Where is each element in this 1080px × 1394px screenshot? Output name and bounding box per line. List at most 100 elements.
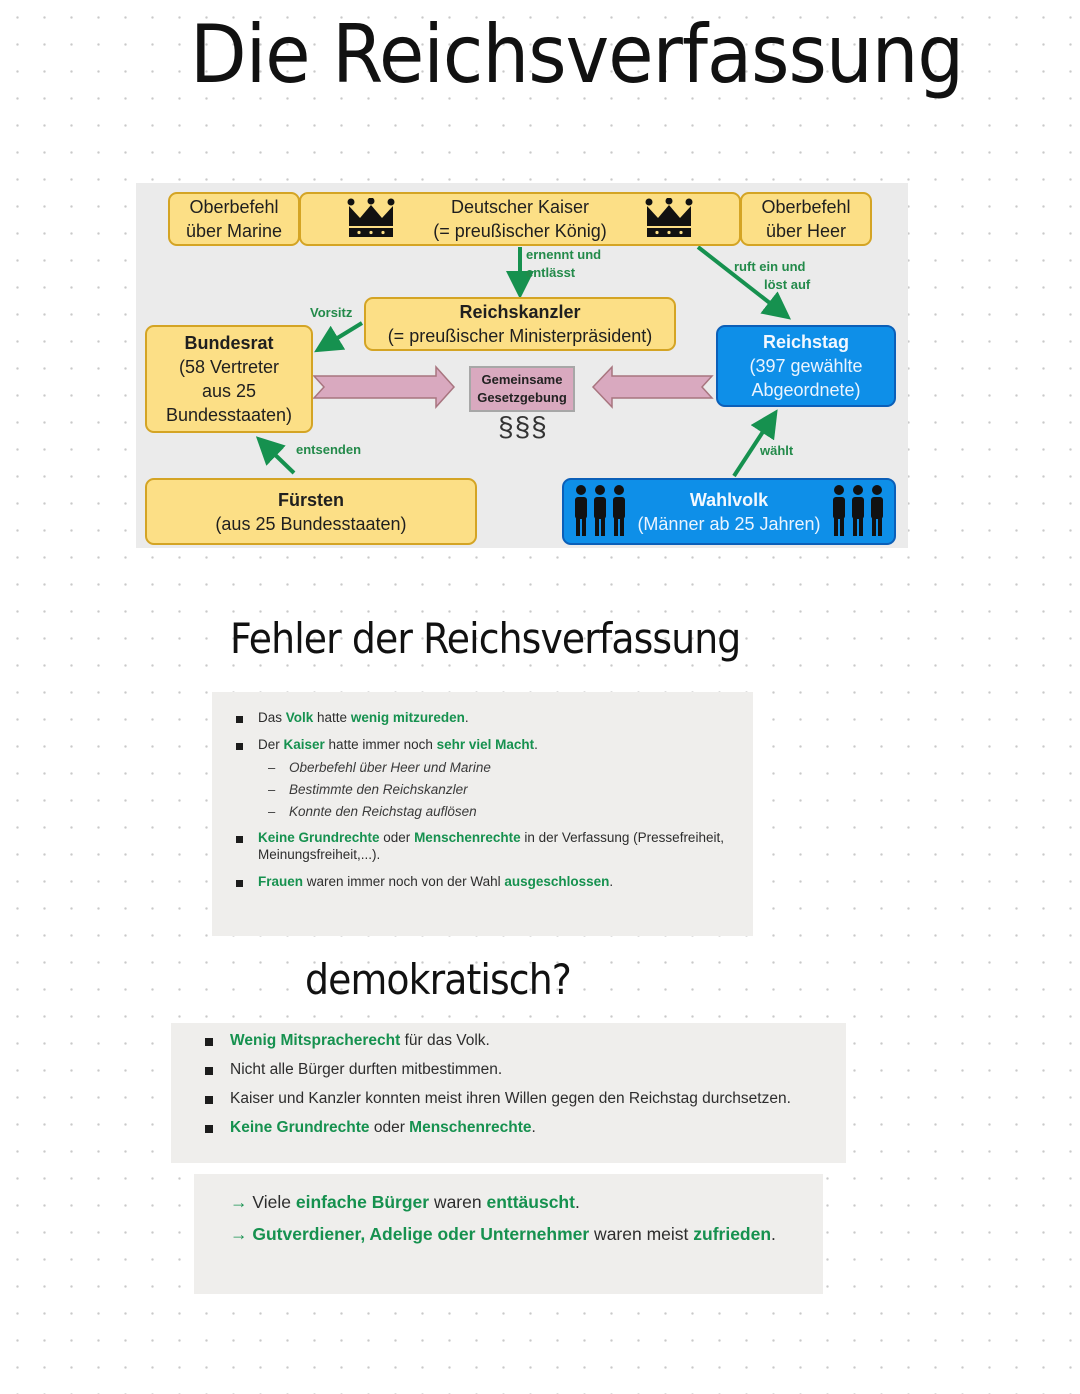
text: in der Verfassung (Pressefreiheit, — [520, 830, 724, 845]
kaiser-title: Deutscher Kaiser — [450, 197, 590, 217]
bullet — [236, 836, 243, 843]
bullet — [205, 1038, 213, 1046]
dash: – — [268, 760, 276, 775]
reichstag-line2: Abgeordnete) — [751, 380, 861, 400]
bullet — [205, 1096, 213, 1104]
bullet — [236, 743, 243, 750]
text: waren — [429, 1192, 487, 1212]
demokratisch-item-4: Keine Grundrechte oder Menschenrechte. — [230, 1119, 536, 1137]
constitution-diagram: Oberbefehl über Marine Deutscher Kaiser … — [136, 183, 908, 548]
text: für das Volk. — [400, 1032, 490, 1049]
bundesrat-title: Bundesrat — [184, 333, 274, 353]
demokratisch-item-1: Wenig Mitspracherecht für das Volk. — [230, 1032, 490, 1050]
crown-icon — [347, 198, 395, 237]
dash: – — [268, 804, 276, 819]
wahlvolk-title: Wahlvolk — [689, 489, 769, 510]
text: . — [464, 710, 469, 725]
fehler-item-3: Keine Grundrechte oder Menschenrechte in… — [258, 830, 724, 845]
label-ruft-ein: ruft ein und löst auf — [734, 258, 810, 294]
box-reichstag: Reichstag (397 gewählte Abgeordnete) — [716, 325, 896, 407]
text: oder — [369, 1119, 410, 1136]
label-entsenden: entsenden — [296, 442, 362, 457]
text: hatte immer noch — [324, 737, 437, 752]
bullet — [205, 1125, 213, 1133]
arrow-fuersten-to-bundesrat — [255, 436, 296, 475]
text: . — [531, 1119, 536, 1136]
heer-line2: über Heer — [765, 221, 847, 241]
text: waren meist — [589, 1224, 694, 1244]
box-gemeinsame-gesetzgebung: Gemeinsame Gesetzgebung — [469, 366, 575, 412]
demokratisch-item-3: Kaiser und Kanzler konnten meist ihren W… — [230, 1090, 791, 1107]
bundesrat-line3: Bundesstaaten) — [165, 405, 293, 425]
highlight: enttäuscht — [486, 1192, 575, 1212]
demokratisch-item-2: Nicht alle Bürger durften mitbestimmen. — [230, 1061, 503, 1078]
panel-fazit: → Viele einfache Bürger waren enttäuscht… — [194, 1174, 823, 1294]
gesetzgebung-line1: Gemeinsame — [481, 372, 563, 387]
box-reichskanzler: Reichskanzler (= preußischer Ministerprä… — [364, 297, 676, 351]
bullet — [205, 1067, 213, 1075]
arrow-kaiser-to-reichstag — [696, 245, 792, 320]
highlight: Menschenrechte — [414, 830, 521, 845]
text: Viele — [252, 1192, 296, 1212]
fehler-item-2: Der Kaiser hatte immer noch sehr viel Ma… — [258, 737, 538, 752]
text: Das — [258, 710, 286, 725]
kanzler-sub: (= preußischer Ministerpräsident) — [387, 326, 653, 346]
panel-fehler: Das Volk hatte wenig mitzureden. Der Kai… — [212, 692, 753, 936]
arrow-right-icon: → — [230, 1192, 248, 1212]
highlight: Frauen — [258, 874, 304, 889]
text: . — [574, 1192, 580, 1212]
label-ernennt: ernennt und entlässt — [526, 246, 601, 282]
label-ernennt-line2: entlässt — [526, 265, 576, 280]
fehler-sub-1: Oberbefehl über Heer und Marine — [289, 760, 491, 775]
highlight: Wenig Mitspracherecht — [230, 1032, 401, 1049]
arrow-wahlvolk-to-reichstag — [732, 409, 778, 478]
text: . — [609, 874, 614, 889]
highlight: Menschenrechte — [409, 1119, 532, 1136]
arrow-bundesrat-to-gesetzgebung — [312, 365, 456, 409]
text: . — [771, 1224, 776, 1244]
marine-line1: Oberbefehl — [189, 197, 279, 217]
fehler-item-3-line2: Meinungsfreiheit,...). — [258, 847, 381, 862]
page-title: Die Reichsverfassung — [190, 8, 964, 101]
kanzler-title: Reichskanzler — [459, 302, 581, 322]
heading-demokratisch: demokratisch? — [305, 955, 572, 1004]
diagram-arrows — [255, 207, 792, 478]
fehler-item-1: Das Volk hatte wenig mitzureden. — [258, 710, 469, 725]
dash: – — [268, 782, 276, 797]
wahlvolk-sub: (Männer ab 25 Jahren) — [637, 513, 821, 534]
box-oberbefehl-heer: Oberbefehl über Heer — [740, 192, 872, 246]
highlight: Keine Grundrechte — [258, 830, 380, 845]
marine-line2: über Marine — [185, 221, 283, 241]
arrow-right-icon: → — [230, 1224, 248, 1244]
label-vorsitz: Vorsitz — [310, 305, 353, 320]
label-ernennt-line1: ernennt und — [526, 247, 602, 262]
highlight: sehr viel Macht — [436, 737, 535, 752]
people-icon — [833, 485, 883, 536]
arrow-kanzler-to-bundesrat — [314, 321, 364, 353]
fuersten-title: Fürsten — [277, 489, 344, 510]
bullet — [236, 880, 243, 887]
highlight: Gutverdiener, Adelige oder Unternehmer — [252, 1224, 590, 1244]
heer-line1: Oberbefehl — [761, 197, 851, 217]
label-waehlt: wählt — [760, 443, 794, 458]
highlight: Volk — [285, 710, 314, 725]
text: . — [534, 737, 538, 752]
heading-fehler: Fehler der Reichsverfassung — [230, 614, 741, 663]
highlight: ausgeschlossen — [504, 874, 610, 889]
gesetzgebung-line2: Gesetzgebung — [477, 390, 567, 405]
highlight: Keine Grundrechte — [230, 1119, 370, 1136]
box-oberbefehl-marine: Oberbefehl über Marine — [168, 192, 300, 246]
label-ruft-line2: löst auf — [764, 277, 811, 292]
paragraph-symbol: §§§ — [498, 411, 548, 442]
text: Der — [258, 737, 284, 752]
panel-demokratisch: Wenig Mitspracherecht für das Volk. Nich… — [171, 1023, 846, 1163]
reichstag-line1: (397 gewählte — [749, 356, 863, 376]
fehler-item-4: Frauen waren immer noch von der Wahl aus… — [258, 874, 613, 889]
bullet — [236, 716, 243, 723]
label-ruft-line1: ruft ein und — [734, 259, 806, 274]
highlight: wenig mitzureden — [350, 710, 465, 725]
fehler-sub-2: Bestimmte den Reichskanzler — [289, 782, 468, 797]
kaiser-sub: (= preußischer König) — [433, 221, 607, 241]
box-bundesrat: Bundesrat (58 Vertreter aus 25 Bundessta… — [145, 325, 313, 433]
text: waren immer noch von der Wahl — [303, 874, 505, 889]
